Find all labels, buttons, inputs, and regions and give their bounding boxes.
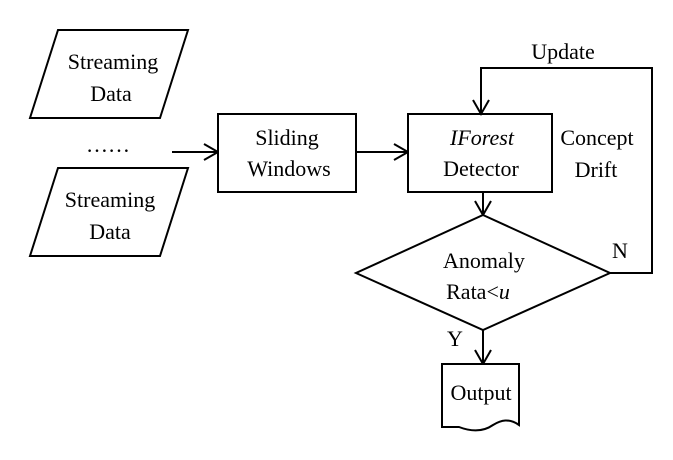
- parallelogram-shape: [28, 29, 190, 119]
- output-label: Output: [450, 380, 511, 405]
- streaming-data-node-2: Streaming Data: [28, 167, 190, 257]
- arrow-sliding-windows-to-detector: [356, 143, 411, 161]
- arrow-detector-to-decision: [474, 192, 492, 218]
- node-label-line2: Windows: [247, 156, 330, 181]
- arrow-feedback-update-loop: [472, 67, 653, 274]
- arrow-input-to-sliding-windows: [172, 143, 221, 161]
- iforest-detector-node: IForest Detector: [407, 113, 553, 193]
- node-label-line1: Sliding: [255, 125, 319, 150]
- node-label-line1: Streaming: [68, 49, 158, 74]
- node-label-line2: Data: [90, 81, 132, 106]
- parallelogram-shape: [28, 167, 190, 257]
- decision-variable-u: u: [499, 279, 510, 304]
- decision-label-line2: Rata<u: [446, 279, 510, 304]
- anomaly-rate-decision-node: Anomaly Rata<u: [353, 213, 613, 332]
- output-node: Output: [441, 363, 520, 432]
- no-branch-label: N: [612, 238, 628, 263]
- document-shape: [441, 363, 520, 432]
- node-label-italic: IForest: [449, 125, 515, 150]
- arrow-decision-to-output: [474, 330, 492, 367]
- process-box: [407, 113, 553, 193]
- decision-label-line1: Anomaly: [443, 248, 525, 273]
- node-label-line1: Streaming: [65, 187, 155, 212]
- concept-drift-label-line2: Drift: [575, 157, 618, 182]
- sliding-windows-node: Sliding Windows: [217, 113, 357, 193]
- ellipsis-text: ……: [86, 132, 130, 157]
- node-label-line2: Detector: [443, 156, 519, 181]
- node-label-line2: Data: [89, 219, 131, 244]
- yes-branch-label: Y: [447, 326, 463, 351]
- decision-label-prefix: Rata<: [446, 279, 499, 304]
- streaming-data-node-1: Streaming Data: [28, 29, 190, 119]
- concept-drift-label-line1: Concept: [560, 125, 633, 150]
- update-label: Update: [531, 39, 595, 64]
- process-box: [217, 113, 357, 193]
